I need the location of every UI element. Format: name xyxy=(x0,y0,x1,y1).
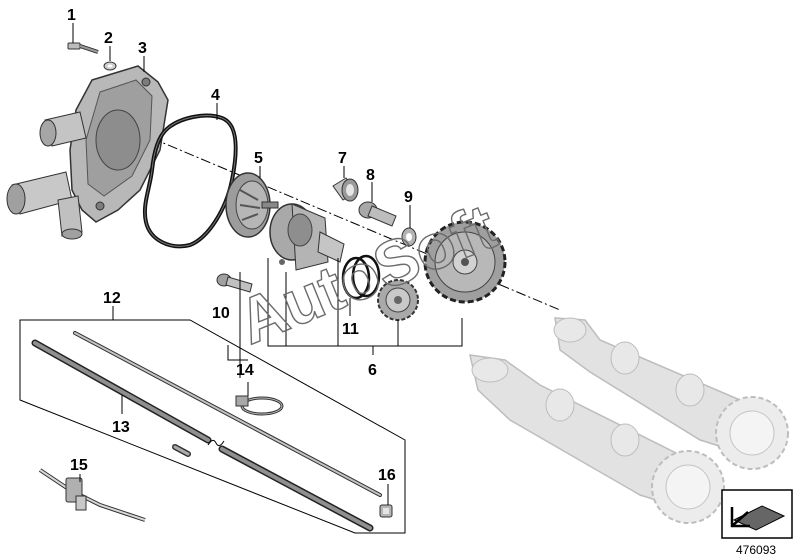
o-rings-part-11 xyxy=(341,254,381,300)
callout-13: 13 xyxy=(112,419,130,436)
callout-6: 6 xyxy=(368,362,377,379)
assembly-axis-line xyxy=(84,109,561,311)
bolt-part-1 xyxy=(67,42,99,54)
end-cap-part-16 xyxy=(379,504,393,518)
callout-12: 12 xyxy=(103,290,121,307)
callout-9: 9 xyxy=(404,189,413,206)
gear-small xyxy=(377,279,419,321)
washer-part-2 xyxy=(103,61,117,71)
callout-1: 1 xyxy=(67,7,76,24)
rod-part-13 xyxy=(31,339,374,532)
callout-4: 4 xyxy=(211,87,220,104)
callout-8: 8 xyxy=(366,167,375,184)
impeller-part-5 xyxy=(225,172,279,238)
callout-2: 2 xyxy=(104,30,113,47)
callout-labels: 1 2 3 4 5 7 8 9 10 11 6 12 13 14 15 16 xyxy=(67,7,413,484)
hose-clamp-part-14 xyxy=(235,395,284,416)
small-pin xyxy=(172,444,191,457)
thin-rod xyxy=(73,331,382,497)
callout-5: 5 xyxy=(254,150,263,167)
callout-3: 3 xyxy=(138,40,147,57)
kit-frame-part-12 xyxy=(19,319,406,534)
gasket-part-4 xyxy=(142,113,238,249)
bolt-part-10 xyxy=(216,273,253,293)
callout-16: 16 xyxy=(378,467,396,484)
document-number: 476093 xyxy=(736,543,776,557)
water-pump-housing-part-3 xyxy=(6,65,169,240)
leader-lines xyxy=(72,23,463,505)
pump-shaft-housing xyxy=(269,203,345,271)
washer-part-9 xyxy=(401,227,417,247)
callout-15: 15 xyxy=(70,457,88,474)
callout-14: 14 xyxy=(236,362,254,379)
cable-tie-part-15 xyxy=(38,468,146,522)
bolt-part-8 xyxy=(358,201,397,227)
gear-large xyxy=(423,220,507,304)
callout-10: 10 xyxy=(212,305,230,322)
view-direction-icon xyxy=(721,489,793,539)
callout-7: 7 xyxy=(338,150,347,167)
callout-11: 11 xyxy=(342,321,359,338)
camshaft-lower xyxy=(469,354,725,524)
bushing-part-7 xyxy=(332,177,359,202)
camshaft-upper xyxy=(553,317,789,470)
